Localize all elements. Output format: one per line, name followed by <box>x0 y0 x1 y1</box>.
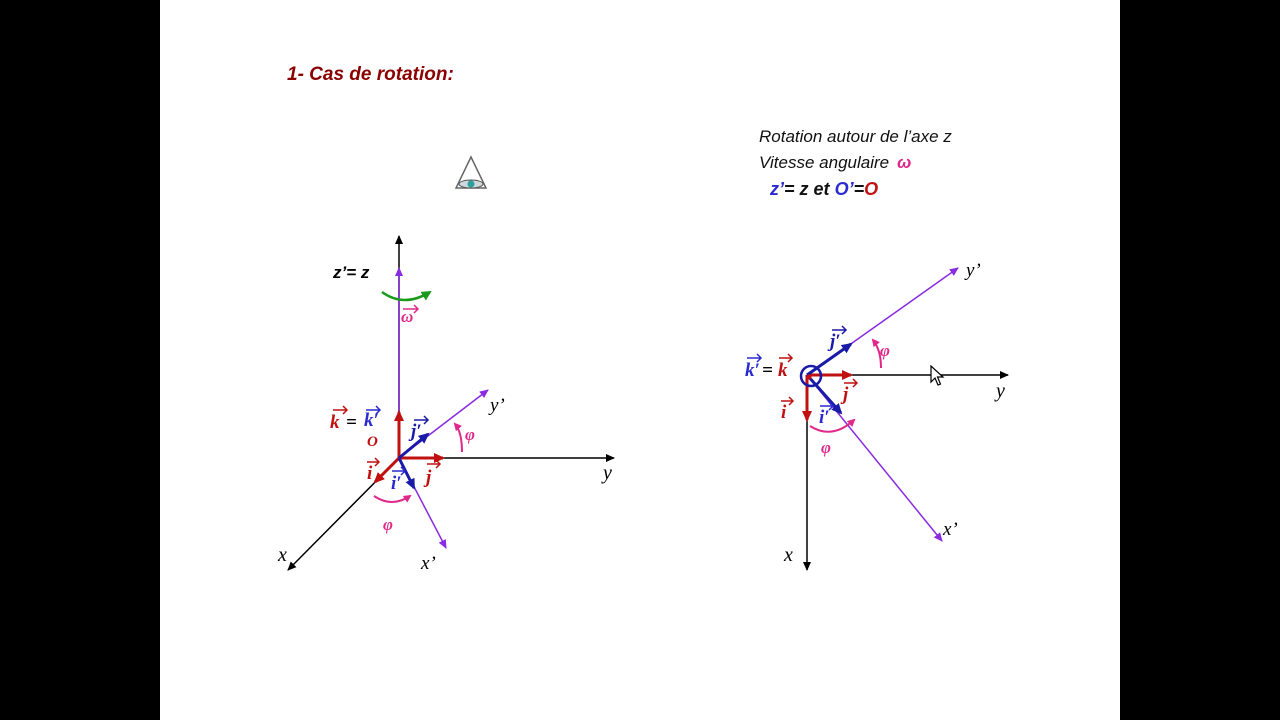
description-line-3: z’= z et O’=O <box>770 176 952 202</box>
left-k-label: k <box>330 412 340 433</box>
o-prime-text: O’ <box>834 179 854 199</box>
right-k-label: k <box>778 360 788 381</box>
right-phi-bottom-label: φ <box>821 438 831 457</box>
equals-text: = <box>853 179 865 199</box>
right-j-label: j <box>840 384 849 405</box>
mouse-cursor-icon <box>930 365 945 386</box>
angular-velocity-text: Vitesse angulaire <box>759 153 890 172</box>
left-equals-label: = <box>346 412 357 433</box>
z-prime-text: z’ <box>770 179 785 199</box>
right-x-label: x <box>783 544 793 566</box>
slide-canvas <box>160 0 1120 720</box>
right-i-label: i <box>781 402 787 423</box>
right-k-prime-label: k′ <box>745 360 760 381</box>
right-y-label: y <box>994 380 1005 402</box>
description-line-2: Vitesse angulaire ω <box>759 150 952 176</box>
left-phi-bottom-label: φ <box>383 515 393 534</box>
right-diagram: y’ y x x’ k′ = k j′ j i i′ φ φ <box>745 260 1009 571</box>
omega-symbol: ω <box>897 153 912 172</box>
left-i-vector <box>373 456 401 484</box>
right-x-prime-label: x’ <box>942 519 958 540</box>
right-phi-top-label: φ <box>880 341 890 360</box>
description-line-1: Rotation autour de l’axe z <box>759 127 952 146</box>
right-i-prime-vector <box>805 373 843 415</box>
left-z-label: z’= z <box>332 263 370 282</box>
left-diagram: z’= z y x y’ x’ ω k = k′ O j′ i i′ j φ φ <box>277 235 615 574</box>
eye-icon <box>454 155 488 189</box>
left-y-prime-label: y’ <box>488 395 505 416</box>
left-i-label: i <box>367 463 373 484</box>
left-j-label: j <box>423 467 432 488</box>
left-k-prime-label: k′ <box>364 410 379 431</box>
left-vector-arrows-over-labels <box>333 304 442 476</box>
left-phi-bottom-arc <box>373 494 412 503</box>
left-omega-label: ω <box>401 307 413 326</box>
right-j-prime-label: j′ <box>827 331 841 352</box>
equals-z-et-text: = z et <box>784 179 830 199</box>
right-phi-bottom-arc <box>809 418 856 433</box>
o-text: O <box>864 179 879 199</box>
section-heading: 1- Cas de rotation: <box>287 64 454 85</box>
left-x-prime-label: x’ <box>420 553 436 574</box>
left-phi-top-label: φ <box>465 425 475 444</box>
right-phi-top-arc <box>871 338 882 369</box>
left-j-prime-vector <box>398 432 430 460</box>
right-equals-label: = <box>762 360 773 381</box>
left-origin-label: O <box>367 434 378 450</box>
left-j-prime-label: j′ <box>408 421 422 442</box>
right-origin-dot <box>806 374 812 380</box>
left-phi-top-arc <box>453 422 463 453</box>
left-x-label: x <box>277 544 287 566</box>
right-x-prime-axis <box>806 374 943 542</box>
left-y-label: y <box>601 462 612 484</box>
description-block: Rotation autour de l’axe z Vitesse angul… <box>759 124 952 202</box>
left-omega-rotation-arrow <box>381 290 432 302</box>
right-j-prime-vector <box>806 342 853 377</box>
left-i-prime-label: i′ <box>391 473 402 494</box>
right-origin-circle <box>799 364 823 388</box>
right-i-prime-label: i′ <box>819 407 830 428</box>
right-y-prime-label: y’ <box>964 260 981 281</box>
right-vector-arrows-over-labels <box>747 325 859 411</box>
left-i-prime-vector <box>397 457 416 490</box>
